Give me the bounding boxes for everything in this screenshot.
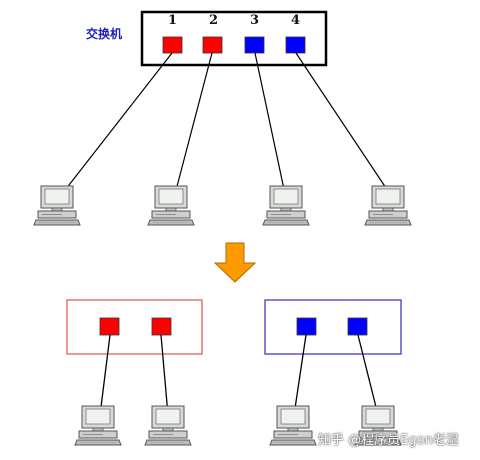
desktop-computer-icon	[144, 405, 192, 446]
switch-port-1	[162, 36, 183, 54]
vlan-red-port-2	[151, 317, 172, 336]
cable-red-1	[99, 334, 111, 416]
switch-port-3	[244, 36, 265, 54]
desktop-computer-icon	[74, 405, 122, 446]
switch-port-4	[285, 36, 306, 54]
vlan-blue-port-1	[296, 317, 317, 336]
down-arrow-icon	[213, 242, 257, 283]
desktop-computer-icon	[147, 185, 195, 226]
cable-blue-1	[293, 334, 307, 416]
desktop-computer-icon	[269, 405, 317, 446]
switch-port-2	[202, 36, 223, 54]
vlan-group-blue	[264, 299, 402, 355]
vlan-red-port-1	[99, 317, 120, 336]
port-number-1: 1	[168, 13, 178, 28]
cable-4	[295, 52, 391, 195]
cable-2	[174, 52, 213, 195]
desktop-computer-icon	[262, 185, 310, 226]
cable-1	[61, 52, 173, 195]
cable-3	[254, 52, 286, 195]
port-number-2: 2	[209, 13, 219, 28]
desktop-computer-icon	[364, 185, 412, 226]
watermark: 知乎 @程序员Egon老湿	[318, 433, 459, 448]
vlan-group-red	[66, 299, 203, 355]
cable-red-2	[160, 334, 169, 416]
switch-label: 交换机	[86, 27, 123, 41]
cable-blue-2	[357, 334, 379, 416]
vlan-blue-port-2	[347, 317, 368, 336]
desktop-computer-icon	[33, 185, 81, 226]
port-number-4: 4	[291, 13, 301, 28]
port-number-3: 3	[250, 13, 260, 28]
